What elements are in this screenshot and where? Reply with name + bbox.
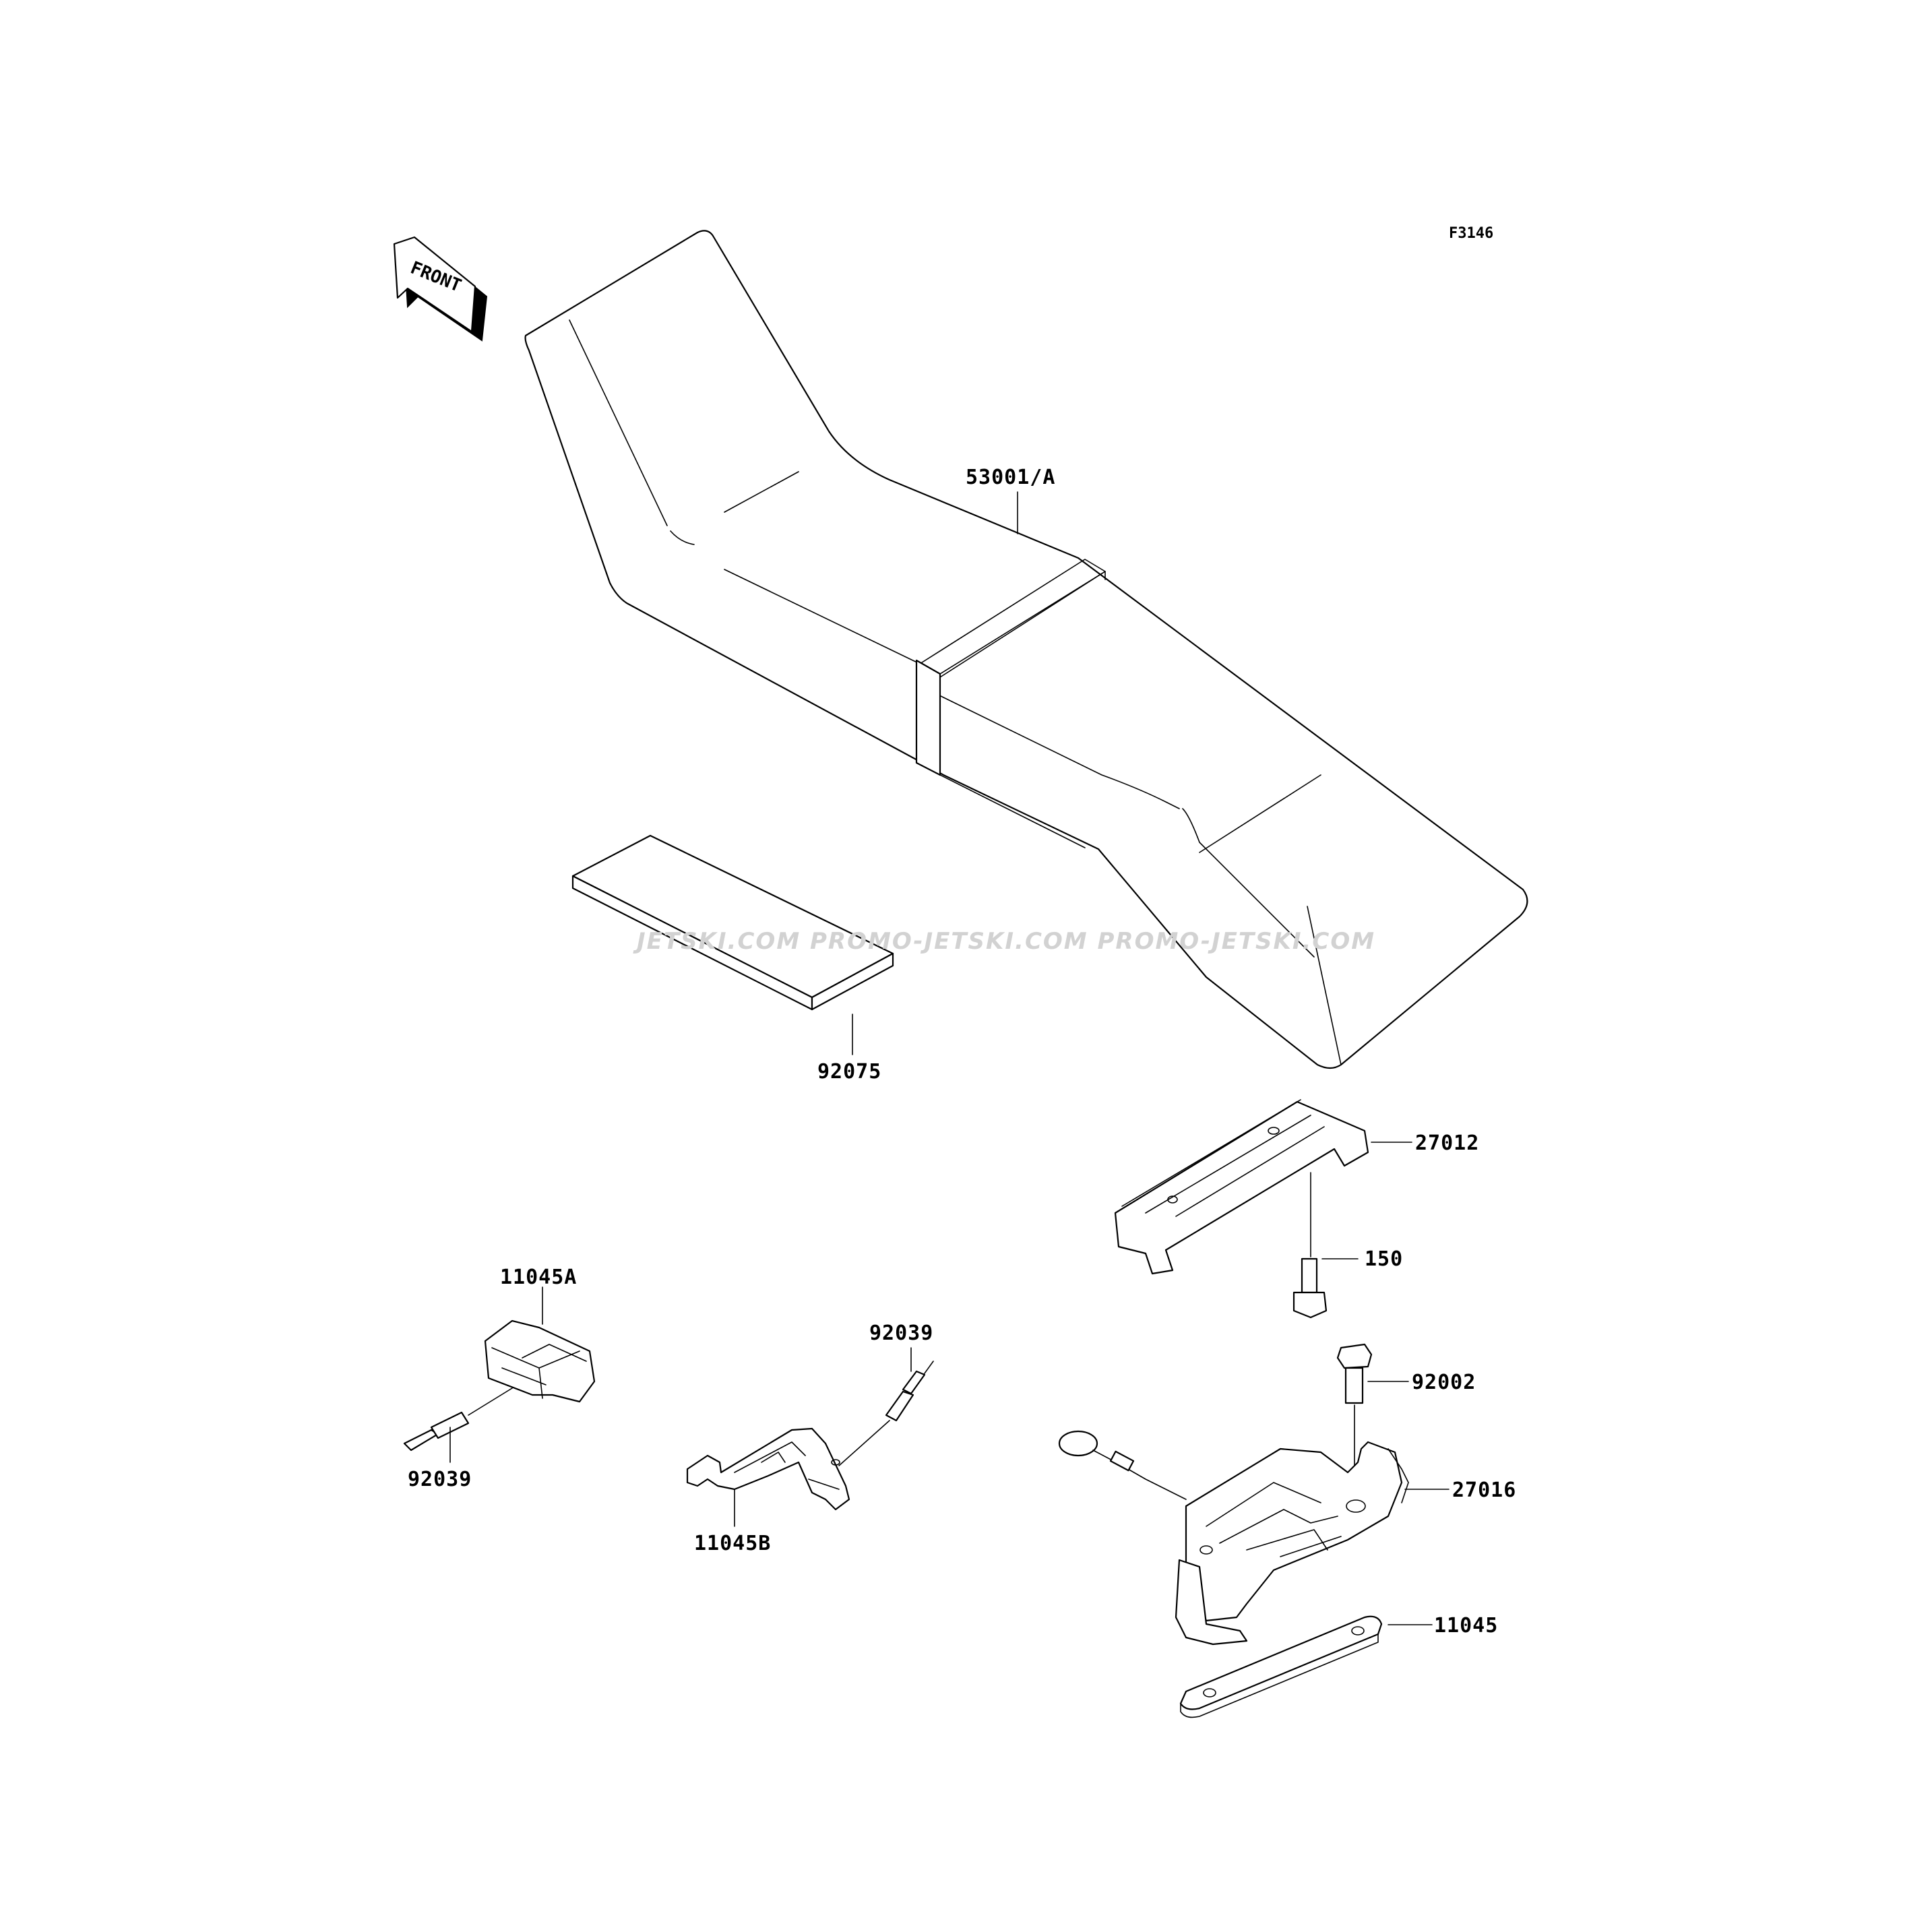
label-11045: 11045 bbox=[1434, 1614, 1498, 1638]
label-150: 150 bbox=[1365, 1247, 1403, 1271]
label-seat: 53001/A bbox=[966, 466, 1055, 489]
block-11045A-part[interactable]: 11045A bbox=[484, 1266, 596, 1403]
plate-11045-part[interactable]: 11045 bbox=[1179, 1614, 1498, 1718]
pad-part[interactable]: 92075 bbox=[571, 834, 894, 1084]
label-27012: 27012 bbox=[1415, 1131, 1479, 1155]
pin-92039-left-part[interactable]: 92039 bbox=[403, 1388, 513, 1491]
bracket-27012-part[interactable]: 27012 bbox=[1114, 1099, 1479, 1275]
label-92039-left: 92039 bbox=[408, 1468, 472, 1491]
label-11045B: 11045B bbox=[694, 1532, 771, 1555]
label-11045A: 11045A bbox=[500, 1266, 577, 1289]
seat-part[interactable]: 53001/A bbox=[524, 230, 1528, 1069]
label-92039-right: 92039 bbox=[869, 1321, 933, 1345]
bolt-92002-part[interactable]: 92002 bbox=[1336, 1343, 1476, 1503]
front-arrow-icon: FRONT bbox=[393, 236, 488, 342]
label-pad: 92075 bbox=[817, 1060, 881, 1084]
label-92002: 92002 bbox=[1412, 1371, 1476, 1394]
label-27016: 27016 bbox=[1452, 1478, 1516, 1502]
latch-27016-part[interactable]: 27016 bbox=[1058, 1430, 1516, 1646]
bracket-11045B-part[interactable]: 11045B bbox=[686, 1427, 850, 1555]
bolt-150-part[interactable]: 150 bbox=[1292, 1172, 1403, 1319]
diagram-code: F3146 bbox=[1449, 225, 1493, 242]
watermark: JETSKI.COM PROMO-JETSKI.COM PROMO-JETSKI… bbox=[633, 928, 1375, 955]
pin-92039-right-part[interactable]: 92039 bbox=[838, 1321, 934, 1466]
